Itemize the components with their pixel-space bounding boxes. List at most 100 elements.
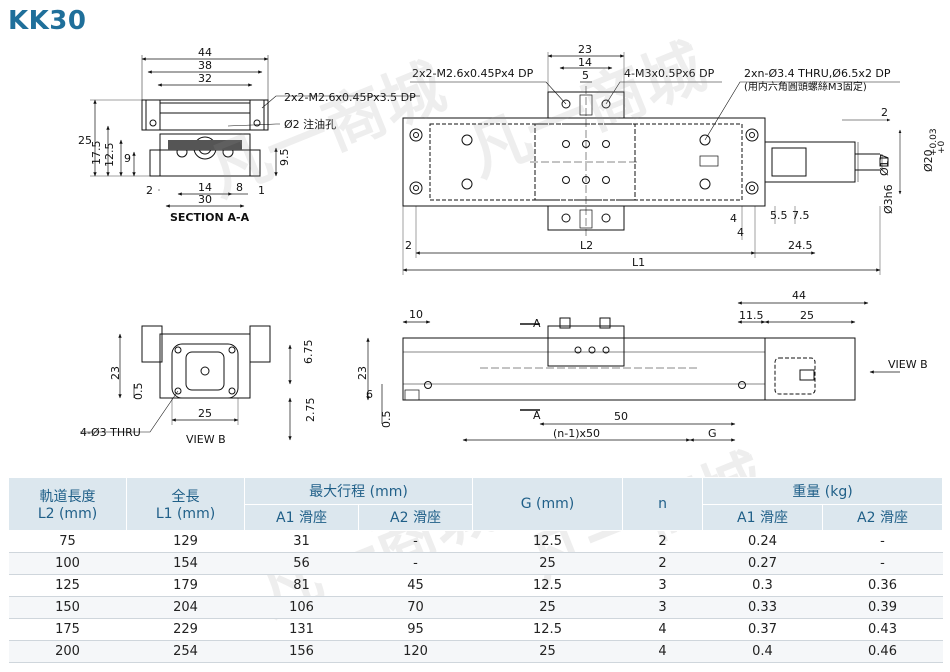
table-cell: 12.5 — [472, 530, 623, 553]
note-mount-hole: 2x2-M2.6x0.45Px3.5 DP — [284, 91, 416, 104]
dim-12-5: 12.5 — [103, 143, 116, 168]
dim-2-left: 2 — [405, 239, 412, 252]
header-weight-a1: A1 滑座 — [702, 503, 823, 531]
table-cell: 12.5 — [472, 574, 623, 597]
table-cell: 0.24 — [702, 530, 823, 553]
dim-32: 32 — [198, 72, 212, 85]
table-cell: 120 — [358, 640, 473, 663]
table-cell: 0.4 — [702, 640, 823, 663]
table-cell: 179 — [126, 574, 245, 597]
dim-44-side: 44 — [792, 289, 806, 302]
table-cell: 25 — [472, 596, 623, 619]
dim-44: 44 — [198, 46, 212, 59]
table-cell: 45 — [358, 574, 473, 597]
header-l1: 全長 L1 (mm) — [126, 477, 245, 531]
table-cell: - — [822, 552, 943, 575]
table-cell: 125 — [8, 574, 127, 597]
side-view-labels: 10 44 11.5 25 23 6 0.5 50 (n-1)x50 G A A… — [356, 289, 928, 440]
table-cell: 70 — [358, 596, 473, 619]
page-title: KK30 — [8, 6, 87, 36]
table-cell: 95 — [358, 618, 473, 641]
dim-5-5: 5.5 — [770, 209, 788, 222]
dim-25-view-b: 25 — [198, 407, 212, 420]
table-cell: 2 — [622, 530, 703, 553]
section-aa-caption: SECTION A-A — [170, 211, 250, 224]
header-stroke: 最大行程 (mm) — [244, 477, 473, 505]
table-cell: 2 — [622, 552, 703, 575]
dim-8: 8 — [236, 181, 243, 194]
view-b-caption: VIEW B — [186, 433, 226, 446]
table-cell: 0.43 — [822, 618, 943, 641]
marker-a-bottom: A — [533, 409, 541, 422]
header-weight-a2: A2 滑座 — [822, 503, 943, 531]
table-cell: 129 — [126, 530, 245, 553]
table-cell: 154 — [126, 552, 245, 575]
top-view-labels: 23 14 5 2x2-M2.6x0.45Px4 DP 4-M3x0.5Px6 … — [405, 43, 947, 269]
dim-6-75: 6.75 — [302, 340, 315, 365]
table-cell: 0.46 — [822, 640, 943, 663]
dim-24-5: 24.5 — [788, 239, 813, 252]
dim-17-5: 17.5 — [90, 141, 103, 166]
section-aa-labels: 44 38 32 25 17.5 12.5 9 9.5 2 1 14 8 30 … — [78, 46, 416, 224]
table-cell: 0.33 — [702, 596, 823, 619]
view-b-labels: 23 0.5 6.75 2.75 25 4-Ø3 THRU VIEW B — [80, 340, 317, 447]
dim-30: 30 — [198, 193, 212, 206]
dim-4-b: 4 — [737, 226, 744, 239]
dim-23: 23 — [578, 43, 592, 56]
dim-14: 14 — [198, 181, 212, 194]
dim-10: 10 — [409, 308, 423, 321]
table-cell: 4 — [622, 618, 703, 641]
dim-9: 9 — [124, 152, 131, 165]
table-cell: 31 — [244, 530, 359, 553]
table-cell: 229 — [126, 618, 245, 641]
dim-7-5: 7.5 — [792, 209, 810, 222]
note-block-holes: 2x2-M2.6x0.45Px4 DP — [412, 67, 534, 80]
section-aa-view — [90, 55, 420, 208]
dim-pitch: (n-1)x50 — [553, 427, 600, 440]
dim-2: 2 — [146, 184, 153, 197]
table-cell: 204 — [126, 596, 245, 619]
note-rail-holes: 2xn-Ø3.4 THRU,Ø6.5x2 DP — [744, 67, 891, 80]
view-b — [80, 325, 292, 441]
table-cell: 25 — [472, 552, 623, 575]
dim-4-a: 4 — [730, 212, 737, 225]
table-cell: 3 — [622, 574, 703, 597]
table-cell: 0.37 — [702, 618, 823, 641]
top-view — [402, 52, 902, 275]
dim-0-5-view-b: 0.5 — [132, 383, 145, 401]
header-g: G (mm) — [472, 477, 623, 531]
dim-1: 1 — [258, 184, 265, 197]
table-cell: 0.36 — [822, 574, 943, 597]
dim-l2: L2 — [580, 239, 593, 252]
table-cell: 131 — [244, 618, 359, 641]
technical-drawing: 44 38 32 25 17.5 12.5 9 9.5 2 1 14 8 30 … — [78, 43, 947, 447]
dim-l1: L1 — [632, 256, 645, 269]
header-n: n — [622, 477, 703, 531]
note-block-holes-2: 4-M3x0.5Px6 DP — [624, 67, 715, 80]
table-cell: 150 — [8, 596, 127, 619]
table-cell: 25 — [472, 640, 623, 663]
note-rail-holes-detail: (用内六角圓頭螺絲M3固定) — [744, 80, 867, 93]
dim-dia-20: Ø20 — [922, 149, 935, 172]
dim-9-5: 9.5 — [278, 149, 291, 167]
table-cell: 4 — [622, 640, 703, 663]
dim-5: 5 — [582, 69, 589, 82]
table-cell: 56 — [244, 552, 359, 575]
table-cell: 0.3 — [702, 574, 823, 597]
note-oil-hole: Ø2 注油孔 — [284, 117, 336, 131]
table-cell: 0.27 — [702, 552, 823, 575]
table-cell: 0.39 — [822, 596, 943, 619]
table-cell: - — [358, 530, 473, 553]
table-cell: 81 — [244, 574, 359, 597]
dim-50: 50 — [614, 410, 628, 423]
header-stroke-a1: A1 滑座 — [244, 503, 359, 531]
dim-dia-3: Ø3h6 — [882, 184, 895, 214]
dim-0-5-side: 0.5 — [380, 411, 393, 429]
